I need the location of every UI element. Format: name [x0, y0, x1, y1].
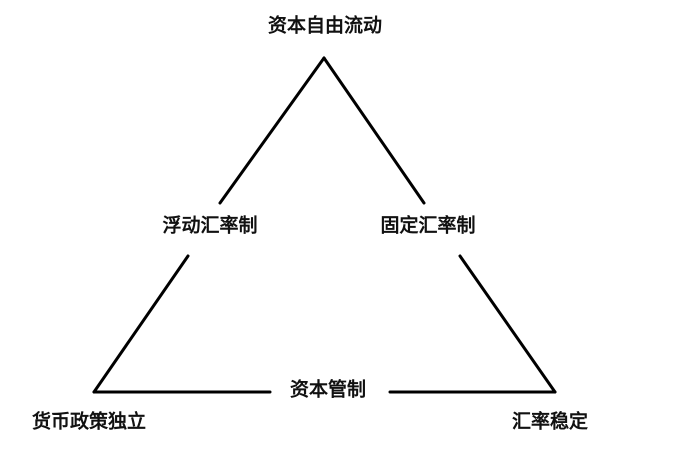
right-edge-lower — [458, 254, 557, 394]
vertex-top-label: 资本自由流动 — [267, 14, 383, 37]
vertex-bottom-right-label: 汇率稳定 — [511, 410, 589, 433]
right-edge-upper — [322, 56, 426, 205]
edge-right-label: 固定汇率制 — [380, 214, 476, 237]
edge-left-label: 浮动汇率制 — [162, 214, 258, 237]
edge-bottom-label: 资本管制 — [289, 378, 367, 401]
left-edge-upper — [218, 56, 326, 205]
left-edge-lower — [92, 254, 190, 394]
vertex-bottom-left-label: 货币政策独立 — [31, 410, 147, 433]
